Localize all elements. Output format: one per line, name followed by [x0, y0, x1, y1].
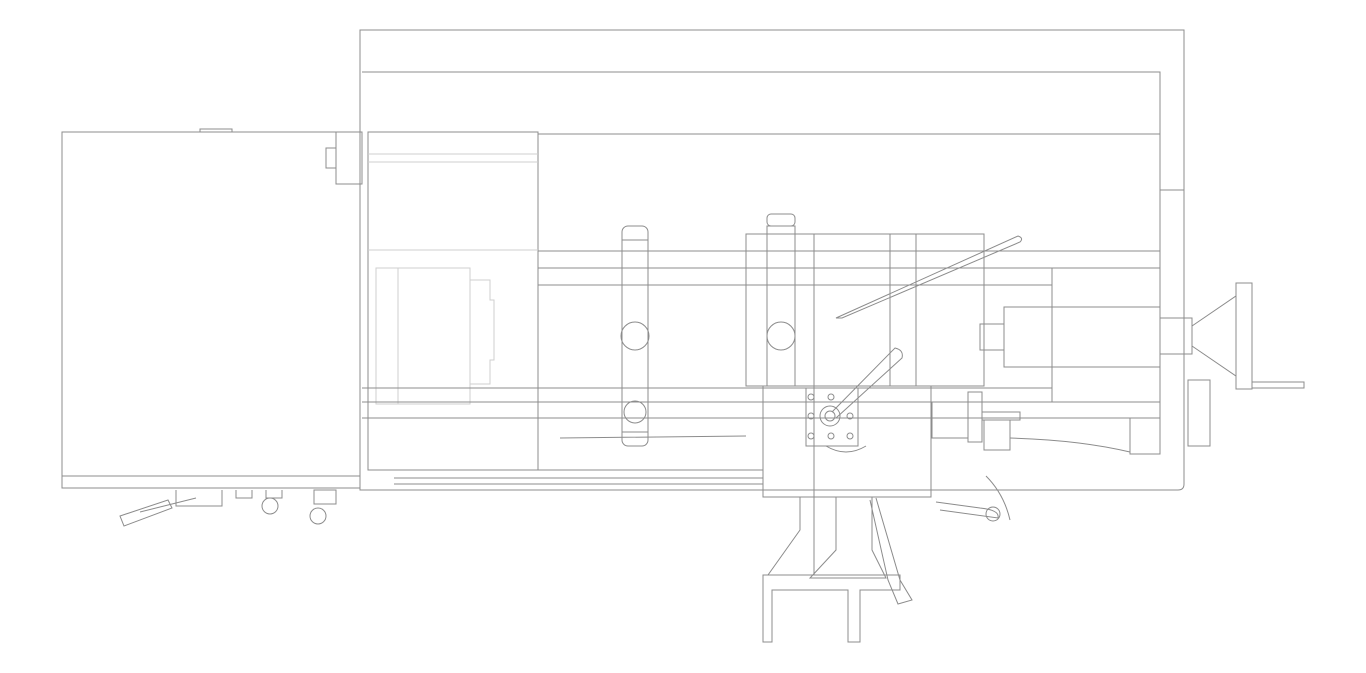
cross-feed-screw — [931, 391, 1021, 451]
compound-dial — [825, 445, 867, 453]
headstock-knob — [325, 147, 337, 169]
tool-post-handle — [831, 347, 903, 419]
carriage-saddle — [745, 213, 985, 575]
headstock-levers — [119, 489, 337, 527]
chuck — [368, 153, 538, 405]
tool-post — [805, 387, 859, 447]
machine-stand — [762, 497, 901, 643]
tool-post-holes — [807, 393, 854, 440]
apron-handles — [869, 475, 1011, 605]
cross-slide — [762, 385, 932, 498]
bed-ways — [362, 250, 1160, 485]
headstock-housing — [61, 131, 361, 489]
headstock-flange — [335, 131, 363, 185]
tailstock — [979, 267, 1305, 455]
feed-rod-lever — [835, 235, 1023, 319]
machine-bed-outline — [359, 29, 1185, 491]
bed-inner-edge — [362, 71, 1184, 440]
chuck-guard — [367, 131, 539, 471]
steady-rest — [620, 225, 650, 447]
headstock-tab — [199, 128, 233, 133]
